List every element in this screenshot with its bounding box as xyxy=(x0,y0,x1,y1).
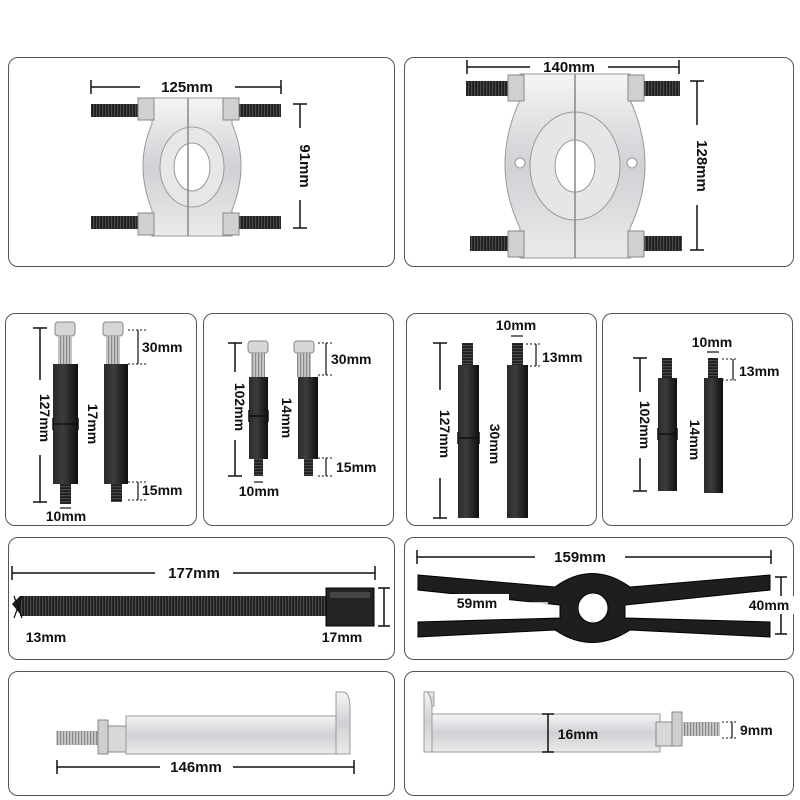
rods-a-dims: 127mm 17mm 30mm 15mm 10mm xyxy=(33,327,182,524)
label-screw-nut: 17mm xyxy=(322,629,362,645)
panel-rods-c xyxy=(406,313,597,526)
forcing-screw-drawing xyxy=(12,587,375,627)
label-rods-d-length: 102mm xyxy=(637,401,653,449)
label-handle-right-bar: 16mm xyxy=(558,726,598,742)
yoke-drawing xyxy=(417,573,771,643)
label-width: 125mm xyxy=(161,79,213,96)
dimension-width: 125mm xyxy=(90,79,282,96)
dimension-width-xl: 140mm xyxy=(466,59,680,76)
label-width-xl: 140mm xyxy=(543,59,595,76)
handle-left-dims: 146mm xyxy=(56,759,355,776)
label-rods-c-length: 127mm xyxy=(437,410,453,458)
label-rods-a-dia: 17mm xyxy=(85,404,101,444)
bearing-separator-xlarge xyxy=(466,73,682,259)
label-rods-b-dia: 14mm xyxy=(279,398,295,438)
label-yoke-inner: 59mm xyxy=(457,595,497,611)
label-screw-tip: 13mm xyxy=(26,629,66,645)
dimension-height: 91mm xyxy=(293,103,313,229)
panel-rods-a xyxy=(5,313,197,526)
label-height-xl: 128mm xyxy=(693,140,710,192)
label-rods-d-dia: 14mm xyxy=(687,420,703,460)
label-rods-b-tip: 10mm xyxy=(239,483,279,499)
rods-b-drawing xyxy=(247,340,318,476)
label-rods-a-tip: 10mm xyxy=(46,508,86,524)
rods-c-dims: 10mm 13mm 127mm 30mm xyxy=(433,317,582,519)
yoke-dims: 159mm 59mm 40mm xyxy=(416,549,794,635)
label-rods-a-top: 30mm xyxy=(142,339,182,355)
rods-d-dims: 10mm 13mm 102mm 14mm xyxy=(633,334,779,492)
rods-b-dims: 102mm 14mm 30mm 15mm 10mm xyxy=(228,342,376,499)
label-yoke-height: 40mm xyxy=(749,597,789,613)
label-handle-left-length: 146mm xyxy=(170,759,222,776)
label-rods-a-length: 127mm xyxy=(37,394,53,442)
label-handle-right-thread: 9mm xyxy=(740,722,773,738)
label-height: 91mm xyxy=(296,144,313,187)
rods-c-drawing xyxy=(458,343,528,518)
label-screw-length: 177mm xyxy=(168,565,220,582)
label-rods-c-thread: 13mm xyxy=(542,349,582,365)
label-rods-d-thread: 13mm xyxy=(739,363,779,379)
label-rods-c-dia: 30mm xyxy=(487,424,503,464)
handle-right-drawing xyxy=(423,691,720,753)
label-rods-a-thread: 15mm xyxy=(142,482,182,498)
label-yoke-length: 159mm xyxy=(554,549,606,566)
bearing-separator-large xyxy=(91,97,281,237)
dimension-height-xl: 128mm xyxy=(690,80,710,251)
label-rods-b-length: 102mm xyxy=(232,383,248,431)
label-rods-b-thread: 15mm xyxy=(336,459,376,475)
label-rods-d-tip: 10mm xyxy=(692,334,732,350)
handle-left-drawing xyxy=(56,691,351,755)
handle-right-dims: 16mm 9mm xyxy=(542,713,773,753)
forcing-screw-dims: 177mm 13mm 17mm xyxy=(11,565,390,645)
label-rods-b-top: 30mm xyxy=(331,351,371,367)
label-rods-c-tip: 10mm xyxy=(496,317,536,333)
